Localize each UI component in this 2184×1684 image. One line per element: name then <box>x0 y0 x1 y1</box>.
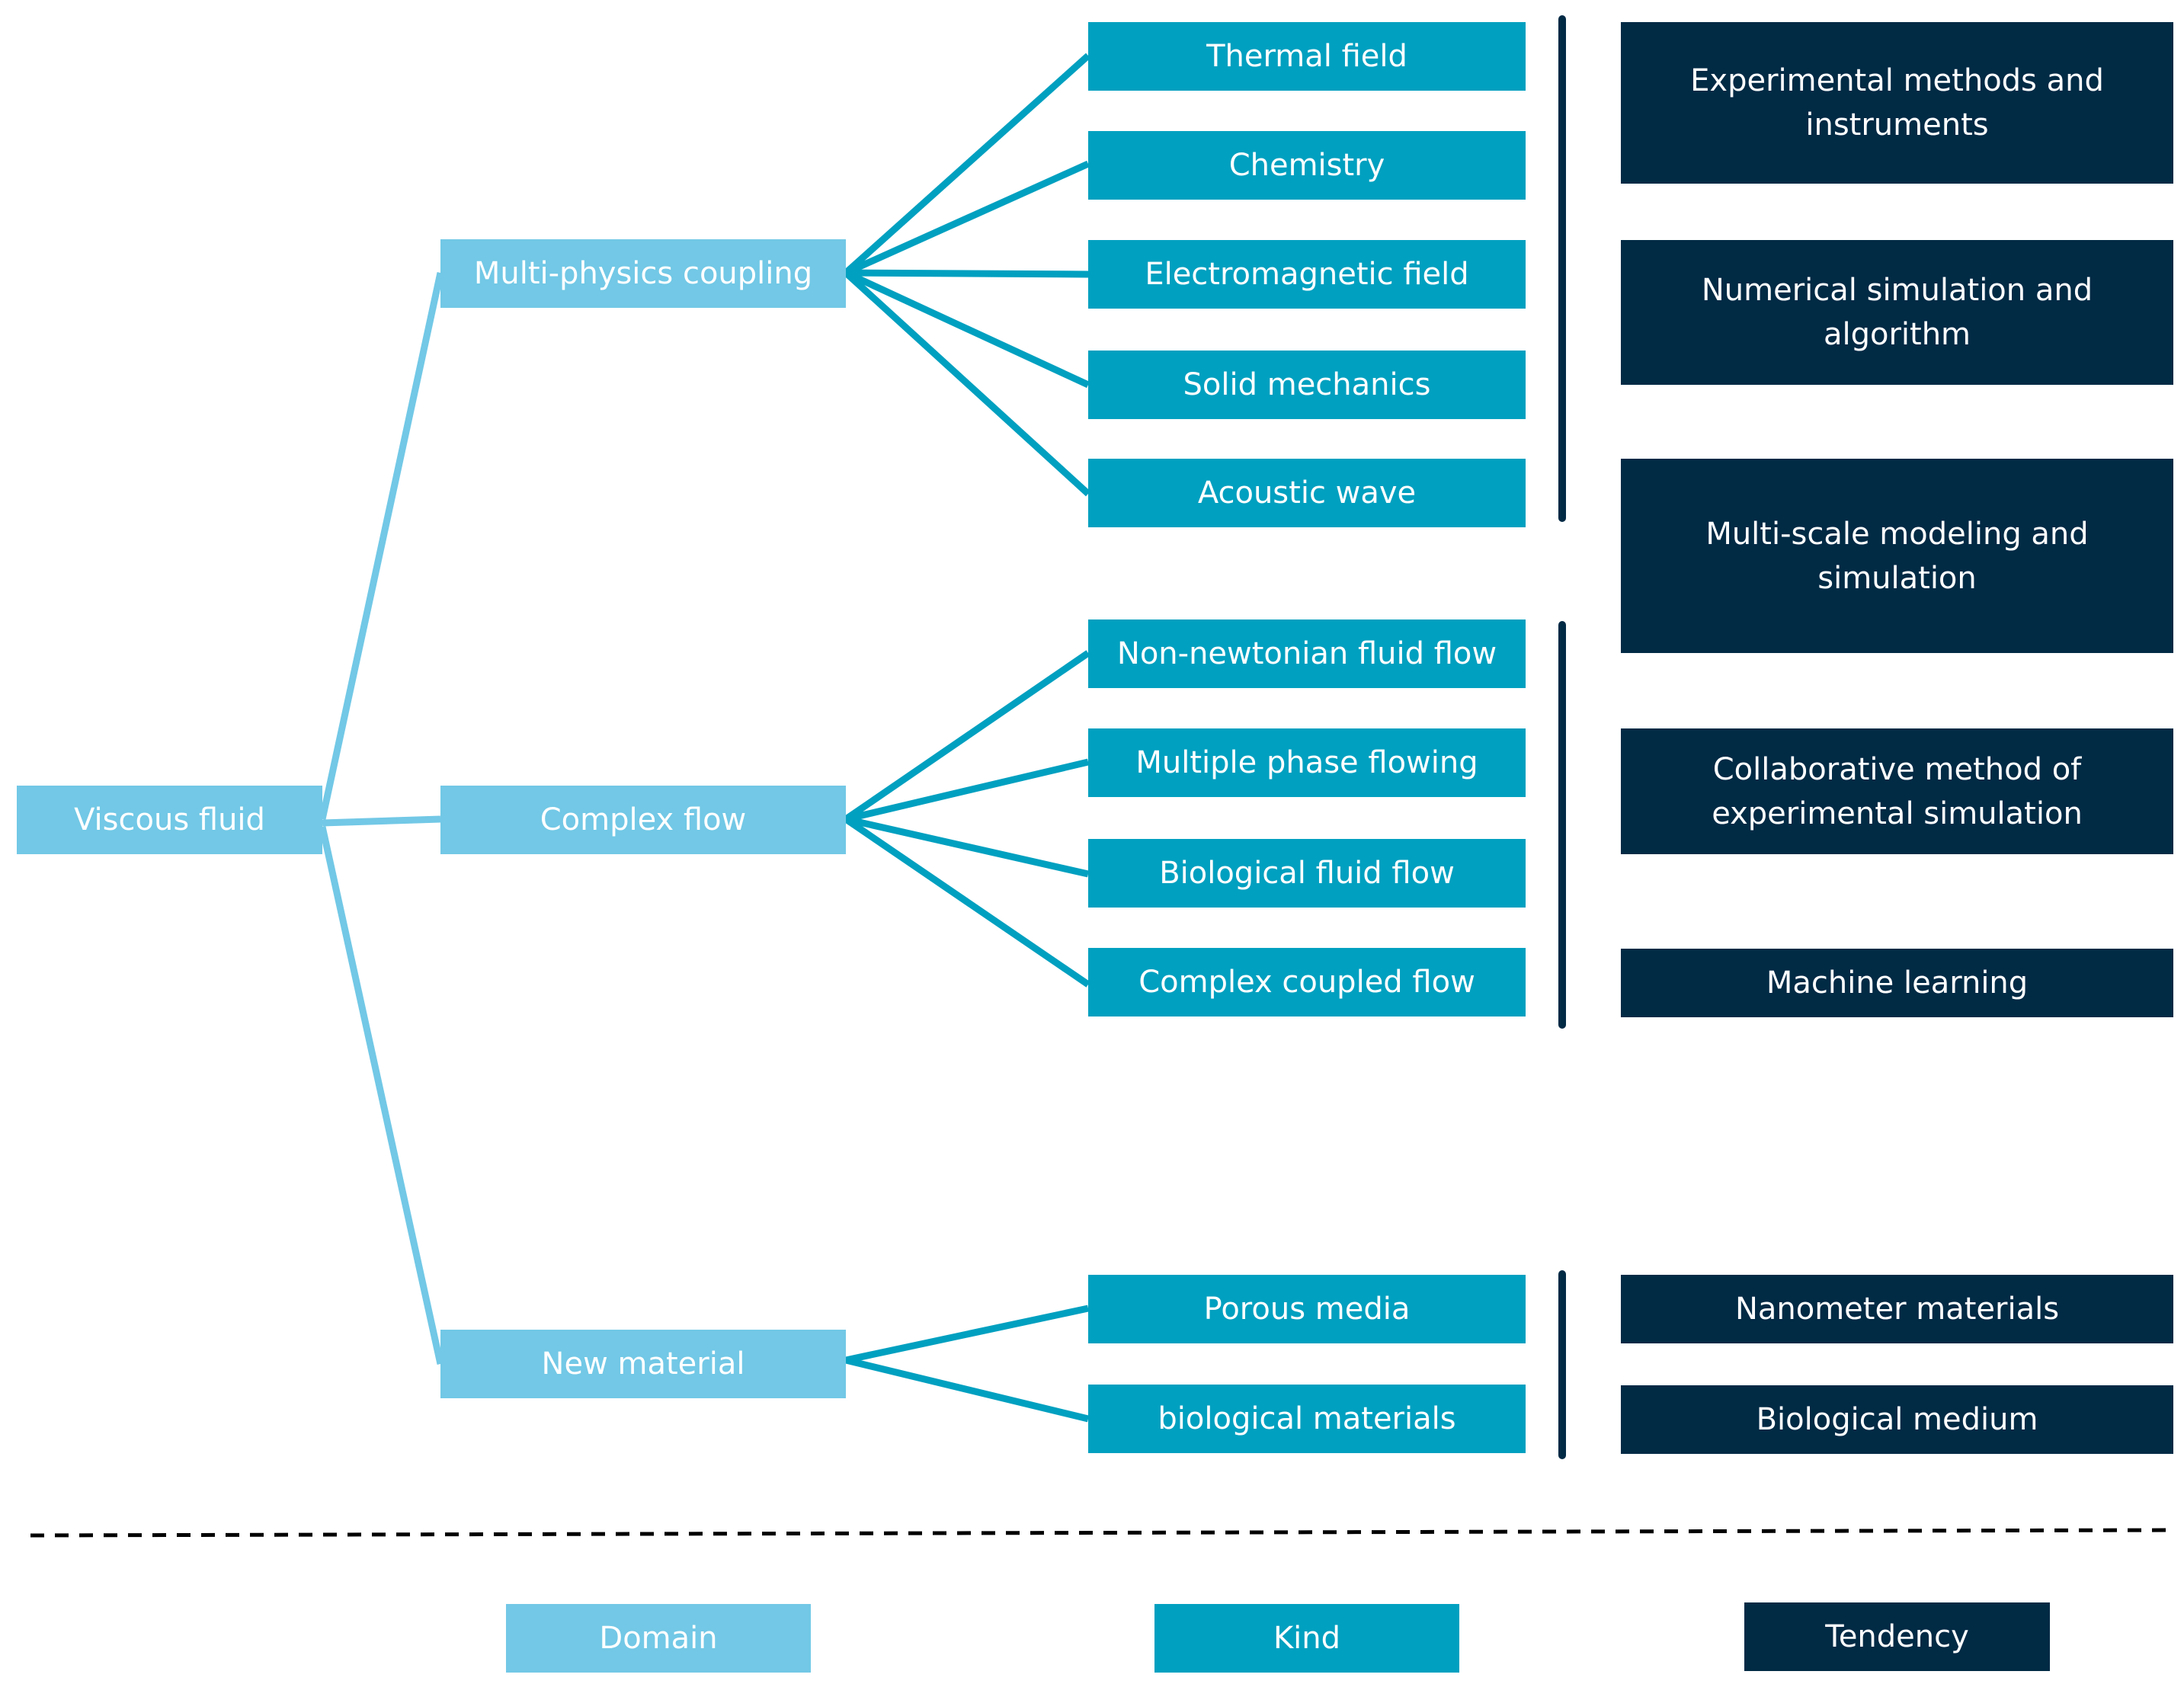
connector-complexflow-coupled <box>844 816 1090 988</box>
connector-multiphysics-chemistry <box>844 160 1090 277</box>
connector-root-newmaterial <box>319 826 444 1365</box>
kind-thermal-field: Thermal field <box>1088 22 1526 91</box>
kind-complex-coupled-flow: Complex coupled flow <box>1088 948 1526 1016</box>
kind-porous-media: Porous media <box>1088 1275 1526 1343</box>
connector-complexflow-biological <box>845 815 1089 878</box>
connector-complexflow-nonnewtonian <box>844 650 1090 822</box>
kind-chemistry: Chemistry <box>1088 131 1526 200</box>
tendency-nanometer-materials: Nanometer materials <box>1621 1275 2173 1343</box>
root-node: Viscous fluid <box>17 786 322 854</box>
kind-electromagnetic-field: Electromagnetic field <box>1088 240 1526 309</box>
domain-new-material: New material <box>440 1330 846 1398</box>
domain-complex-flow: Complex flow <box>440 786 846 854</box>
kind-non-newtonian-fluid-flow: Non-newtonian fluid flow <box>1088 619 1526 688</box>
connector-newmaterial-biological <box>844 1356 1090 1423</box>
tendency-multi-scale-modeling: Multi-scale modeling and simulation <box>1621 459 2173 653</box>
connector-multiphysics-solid <box>844 269 1090 389</box>
connector-multiphysics-electromagnetic <box>845 269 1089 278</box>
connector-root-multiphysics <box>319 272 444 820</box>
legend-kind: Kind <box>1154 1604 1459 1673</box>
connector-complexflow-multiphase <box>844 758 1090 823</box>
tendency-biological-medium: Biological medium <box>1621 1385 2173 1454</box>
divider-line <box>30 1528 2173 1538</box>
legend-domain: Domain <box>506 1604 811 1673</box>
connector-multiphysics-thermal <box>843 53 1091 276</box>
tendency-machine-learning: Machine learning <box>1621 949 2173 1017</box>
connector-multiphysics-acoustic <box>843 270 1091 497</box>
kind-acoustic-wave: Acoustic wave <box>1088 459 1526 527</box>
kind-solid-mechanics: Solid mechanics <box>1088 351 1526 419</box>
kind-biological-materials: biological materials <box>1088 1385 1526 1453</box>
legend-tendency: Tendency <box>1744 1602 2050 1671</box>
kind-biological-fluid-flow: Biological fluid flow <box>1088 839 1526 908</box>
domain-multi-physics-coupling: Multi-physics coupling <box>440 239 846 308</box>
connector-root-complexflow <box>322 815 441 827</box>
tendency-collaborative-method: Collaborative method of experimental sim… <box>1621 728 2173 854</box>
tendency-experimental-methods: Experimental methods and instruments <box>1621 22 2173 184</box>
tendency-numerical-simulation: Numerical simulation and algorithm <box>1621 240 2173 385</box>
connector-newmaterial-porous <box>845 1305 1089 1364</box>
kind-multiple-phase-flowing: Multiple phase flowing <box>1088 728 1526 797</box>
